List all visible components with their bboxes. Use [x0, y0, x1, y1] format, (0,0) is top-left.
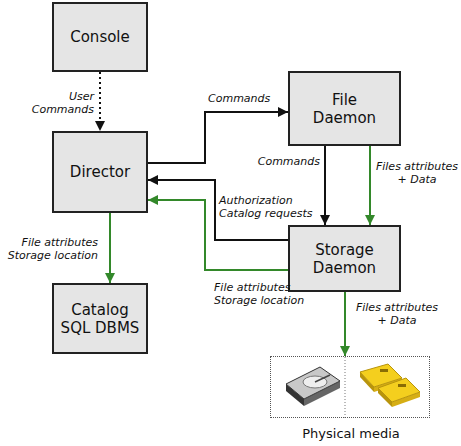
component-name: Director — [70, 163, 130, 181]
hard-disk-icon — [286, 367, 340, 406]
edge-label: User Commands — [30, 90, 94, 116]
database-box: Catalog SQL DBMS — [52, 283, 148, 354]
connector — [148, 200, 288, 270]
component-name: Catalog SQL DBMS — [56, 301, 144, 337]
connector — [324, 146, 326, 225]
edge-label: Commands — [248, 155, 320, 168]
tape-top — [378, 378, 420, 402]
edge-label: File attributes Storage location — [214, 281, 324, 307]
connector — [109, 213, 111, 283]
connector — [148, 112, 288, 163]
media-heading: Physical media — [241, 426, 461, 442]
component-name: Storage Daemon — [306, 241, 383, 277]
component-box: Storage Daemon — [288, 225, 401, 292]
tape-notch — [380, 369, 388, 372]
component-box: Console — [52, 2, 148, 72]
edge-label: Files attributes + Data — [372, 160, 461, 186]
edge-label: Authorization Catalog requests — [219, 194, 323, 220]
connector — [344, 292, 346, 356]
connector — [148, 180, 288, 240]
disk-arm — [315, 375, 330, 382]
edge-label: File attributes Storage location — [0, 236, 98, 262]
component-name: File Daemon — [306, 91, 383, 127]
component-box: File Daemon — [288, 71, 401, 146]
edge-label: Files attributes + Data — [352, 301, 442, 327]
disk-top — [286, 367, 340, 399]
media-group: Physical media — [270, 356, 430, 418]
media-divider — [345, 357, 346, 418]
component-name: Console — [70, 28, 130, 46]
connector — [99, 72, 101, 131]
component-box: Director — [52, 131, 148, 213]
tape-media-icon — [360, 364, 420, 407]
edge-label: Commands — [208, 92, 288, 105]
tape-notch — [398, 384, 406, 387]
connector — [369, 146, 371, 225]
